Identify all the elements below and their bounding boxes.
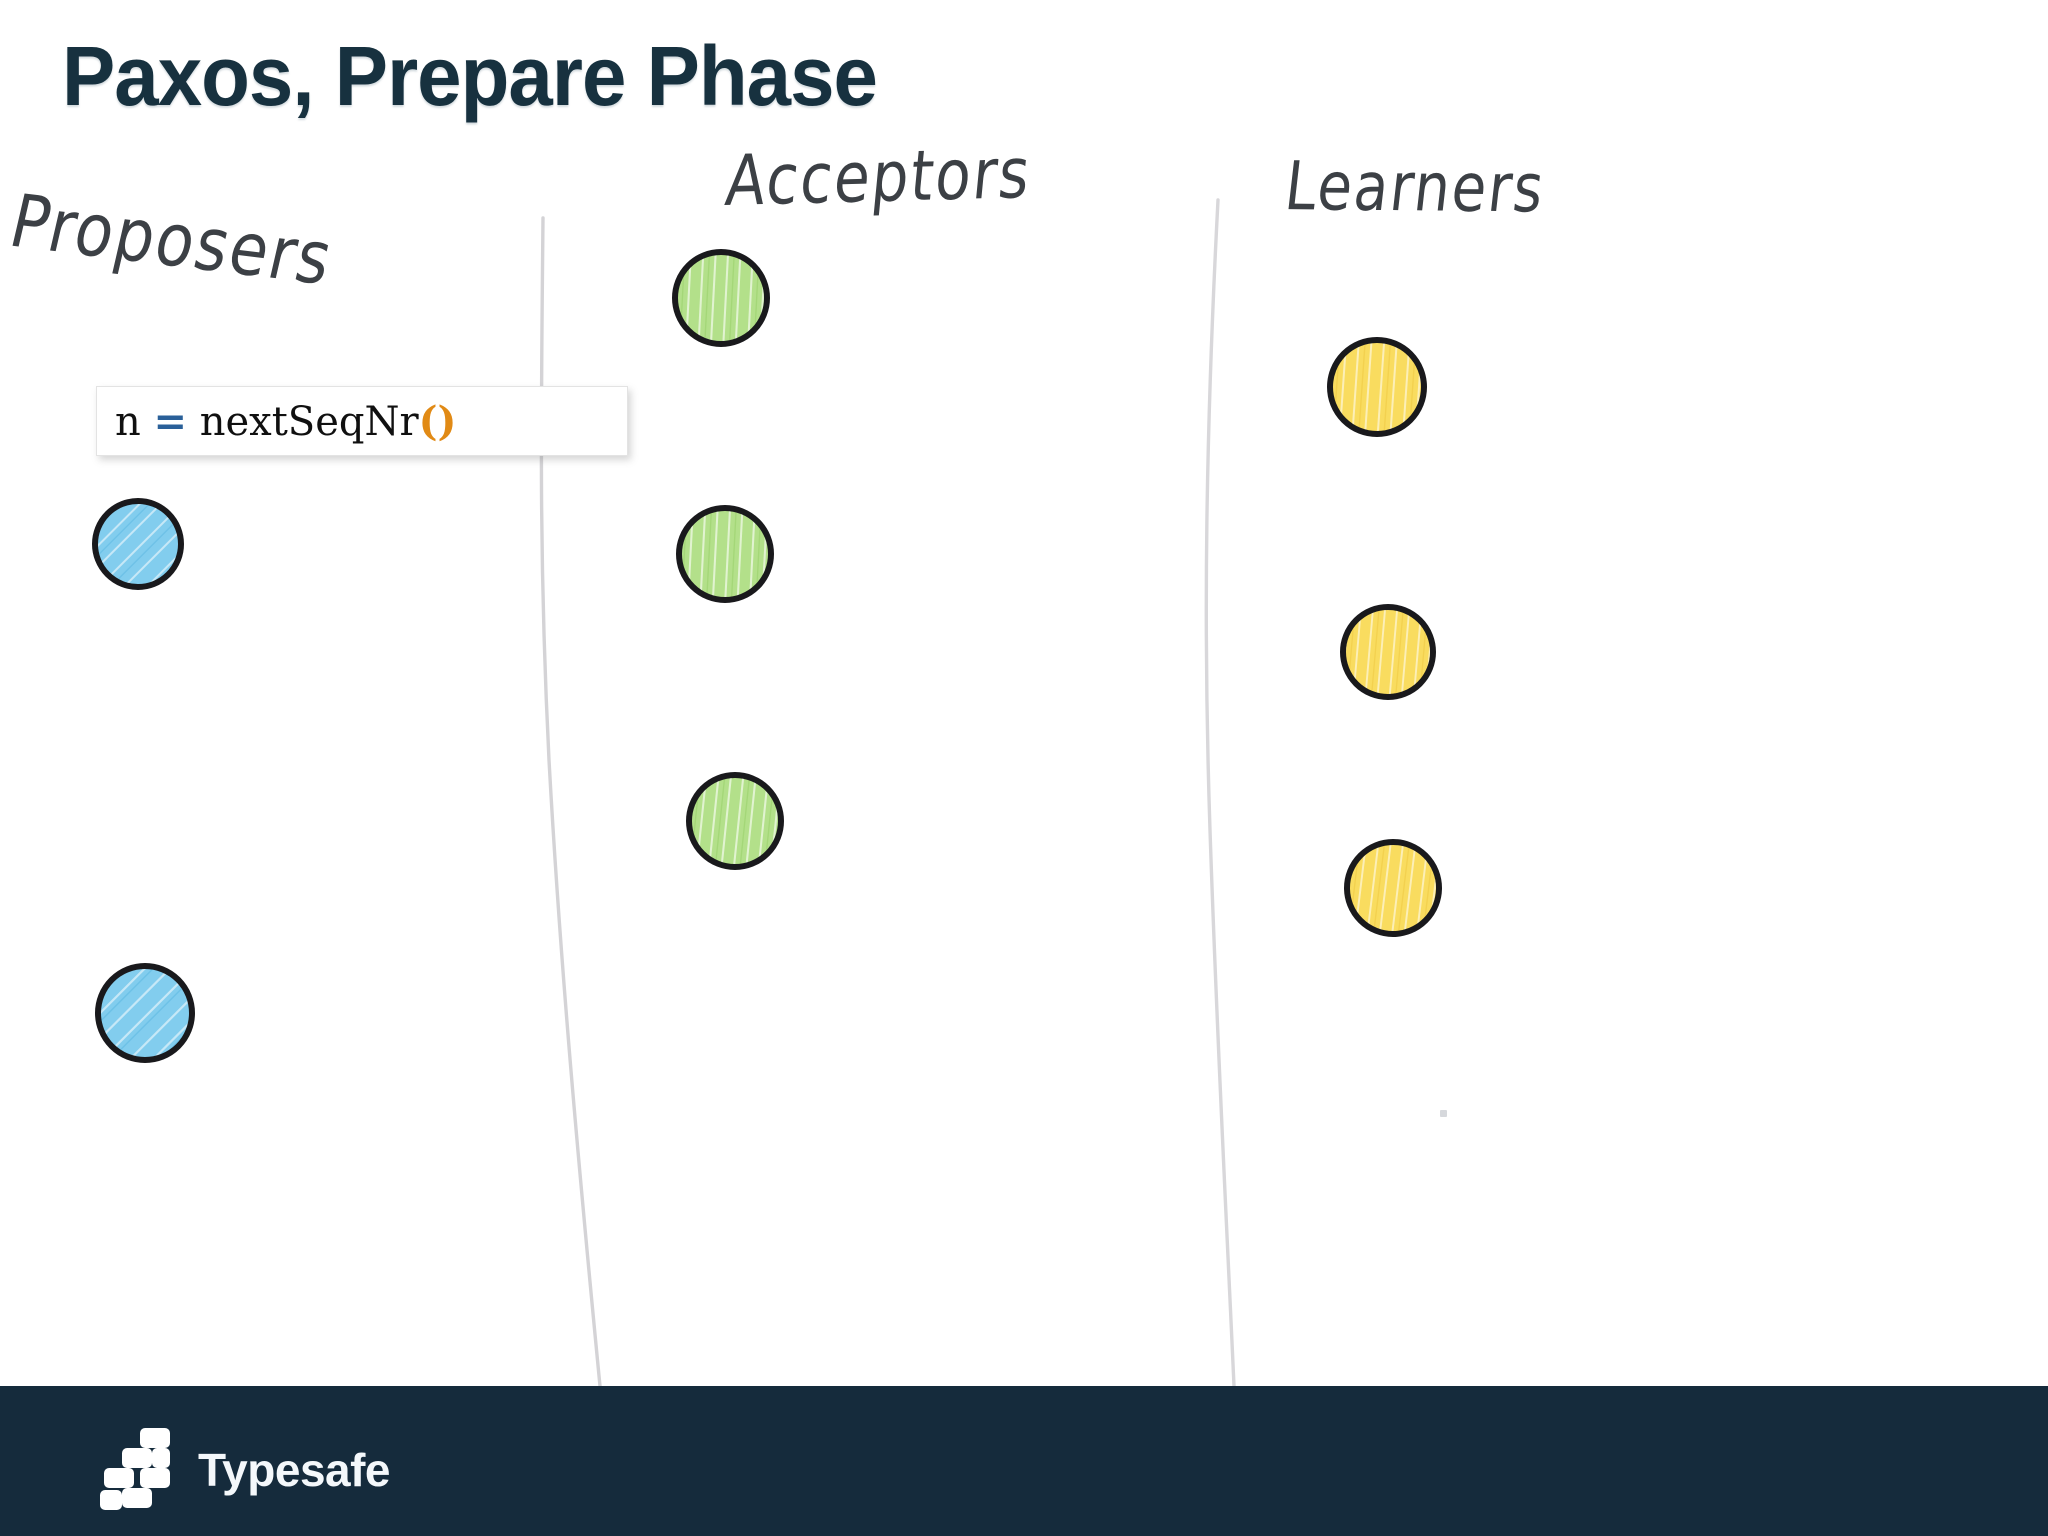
code-token-function: nextSeqNr bbox=[199, 398, 419, 445]
lane-divider-right bbox=[1204, 198, 1236, 1388]
learner-node-3[interactable] bbox=[1344, 839, 1442, 937]
learner-node-2[interactable] bbox=[1340, 604, 1436, 700]
code-callout-text: n = nextSeqNr() bbox=[97, 398, 456, 445]
stray-dot-artifact bbox=[1440, 1110, 1447, 1117]
acceptor-node-2[interactable] bbox=[676, 505, 774, 603]
lane-label-acceptors: Acceptors bbox=[722, 132, 1036, 222]
code-space-1 bbox=[141, 399, 154, 445]
lane-label-learners: Learners bbox=[1281, 148, 1550, 229]
acceptor-node-1[interactable] bbox=[672, 249, 770, 347]
brand-name: Typesafe bbox=[198, 1444, 391, 1496]
code-callout-box: n = nextSeqNr() bbox=[96, 386, 628, 456]
code-token-operator: = bbox=[153, 397, 187, 445]
proposer-node-2[interactable] bbox=[95, 963, 195, 1063]
learner-node-1[interactable] bbox=[1327, 337, 1427, 437]
proposer-node-1[interactable] bbox=[92, 498, 184, 590]
code-space-2 bbox=[187, 399, 200, 445]
page-title: Paxos, Prepare Phase bbox=[62, 29, 878, 123]
code-token-parens: () bbox=[418, 397, 457, 445]
lane-label-proposers: Proposers bbox=[2, 178, 342, 302]
code-token-variable: n bbox=[115, 398, 141, 445]
footer-bar bbox=[0, 1386, 2048, 1536]
footer-brand: Typesafe bbox=[100, 1428, 391, 1512]
typesafe-logo-icon bbox=[100, 1428, 170, 1510]
acceptor-node-3[interactable] bbox=[686, 772, 784, 870]
